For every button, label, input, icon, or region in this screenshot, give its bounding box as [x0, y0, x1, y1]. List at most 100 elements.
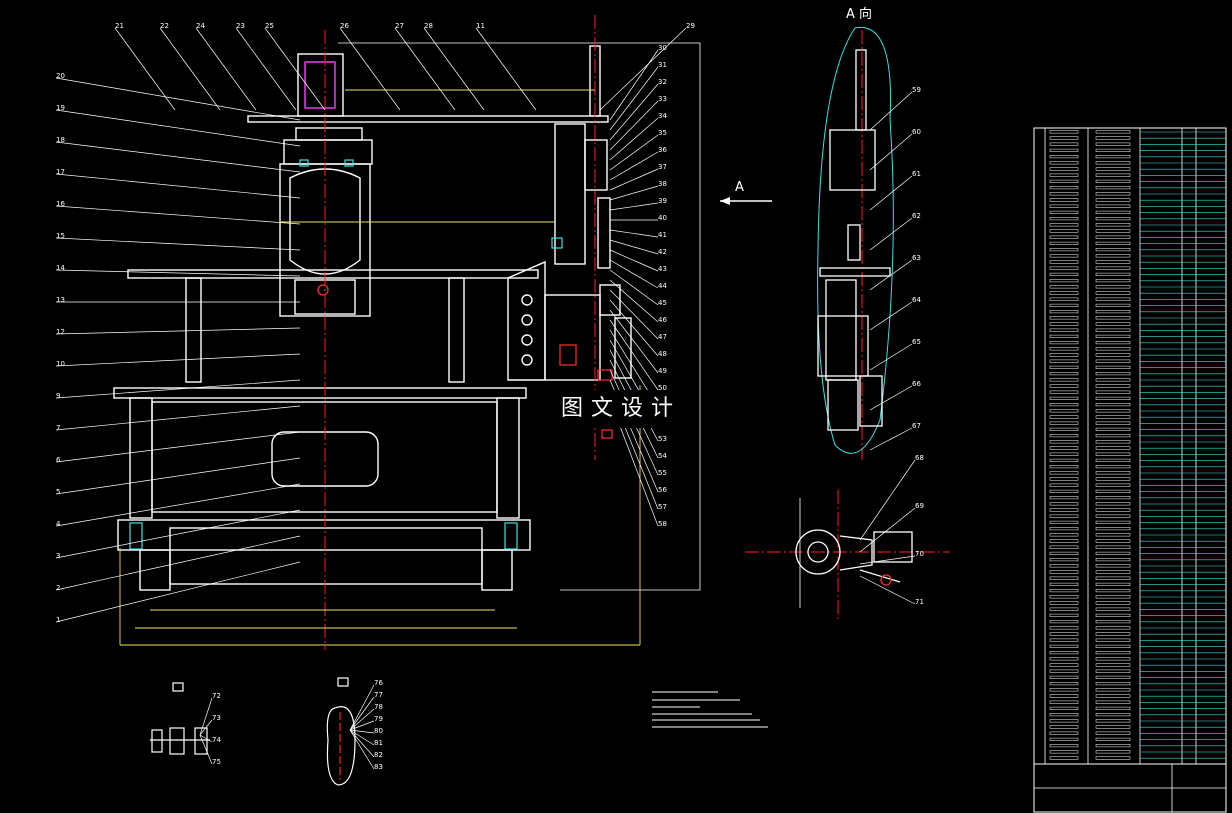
table-cell-text — [1049, 204, 1079, 208]
table-cell-text — [1095, 303, 1131, 307]
table-cell-text — [1095, 452, 1131, 456]
leader-line — [859, 575, 916, 605]
leader-line — [609, 319, 659, 391]
leader-label-small1: 74 — [212, 736, 221, 744]
table-cell-text — [1049, 613, 1079, 617]
leader-line — [339, 27, 401, 111]
table-cell-text — [1095, 514, 1131, 518]
table-cell-text — [1095, 235, 1131, 239]
table-cell-text — [1049, 279, 1079, 283]
leader-line — [55, 561, 301, 623]
table-cell-text — [1049, 365, 1079, 369]
leader-line — [869, 343, 913, 371]
table-cell-text — [1049, 570, 1079, 574]
leader-line — [55, 141, 301, 173]
leader-line — [55, 483, 301, 527]
leader-label-right: 56 — [658, 486, 667, 494]
table-cell-text — [1095, 316, 1131, 320]
leader-label-left: 16 — [56, 200, 65, 208]
table-cell-text — [1095, 229, 1131, 233]
table-cell-text — [1049, 372, 1079, 376]
leader-label-a-view: 59 — [912, 86, 921, 94]
leader-line — [423, 27, 485, 111]
leader-label-right: 58 — [658, 520, 667, 528]
leader-line — [869, 217, 913, 251]
leader-line — [609, 151, 659, 181]
table-cell-text — [1095, 403, 1131, 407]
leader-label-right: 32 — [658, 78, 667, 86]
table-cell-text — [1095, 217, 1131, 221]
table-cell-text — [1049, 403, 1079, 407]
table-cell-text — [1049, 384, 1079, 388]
table-cell-text — [1095, 465, 1131, 469]
table-cell-text — [1049, 334, 1079, 338]
leader-label-top: 22 — [160, 22, 169, 30]
table-cell-text — [1095, 520, 1131, 524]
table-cell-text — [1049, 533, 1079, 537]
leader-label-detail: 69 — [915, 502, 924, 510]
table-cell-text — [1049, 508, 1079, 512]
table-cell-text — [1095, 155, 1131, 159]
table-cell-text — [1049, 663, 1079, 667]
table-cell-text — [1049, 446, 1079, 450]
table-cell-text — [1049, 179, 1079, 183]
table-cell-text — [1095, 204, 1131, 208]
table-cell-text — [1049, 310, 1079, 314]
leader-line — [609, 229, 659, 238]
table-cell-text — [1049, 694, 1079, 698]
leader-label-top: 29 — [686, 22, 695, 30]
table-cell-text — [1095, 502, 1131, 506]
color-details — [129, 159, 613, 550]
small-part-view-2 — [326, 677, 356, 786]
table-cell-text — [1095, 471, 1131, 475]
table-cell-text — [1049, 378, 1079, 382]
leader-label-left: 4 — [56, 520, 61, 528]
leader-label-top: 27 — [395, 22, 404, 30]
leader-label-left: 9 — [56, 392, 60, 400]
leader-label-detail: 70 — [915, 550, 924, 558]
table-cell-text — [1095, 173, 1131, 177]
table-cell-text — [1095, 489, 1131, 493]
leader-label-top: 28 — [424, 22, 433, 30]
table-cell-text — [1049, 465, 1079, 469]
table-cell-text — [1095, 210, 1131, 214]
table-cell-text — [1095, 241, 1131, 245]
table-cell-text — [1049, 626, 1079, 630]
leader-line — [55, 379, 301, 399]
leader-line — [55, 77, 301, 121]
table-cell-text — [1049, 632, 1079, 636]
leader-line — [199, 734, 213, 765]
leader-line — [55, 173, 301, 199]
table-cell-text — [1049, 589, 1079, 593]
table-cell-text — [1049, 241, 1079, 245]
leader-label-a-view: 60 — [912, 128, 921, 136]
leader-label-left: 13 — [56, 296, 65, 304]
table-cell-text — [1049, 713, 1079, 717]
table-cell-text — [1049, 539, 1079, 543]
table-cell-text — [1049, 186, 1079, 190]
table-cell-text — [1049, 520, 1079, 524]
table-cell-text — [1049, 675, 1079, 679]
centerlines — [324, 15, 950, 650]
table-cell-text — [1049, 260, 1079, 264]
table-cell-text — [1095, 297, 1131, 301]
table-cell-text — [1095, 756, 1131, 760]
table-cell-text — [1049, 545, 1079, 549]
table-cell-text — [1095, 328, 1131, 332]
table-cell-text — [1049, 551, 1079, 555]
leader-label-right: 55 — [658, 469, 667, 477]
detail-view — [795, 498, 913, 608]
table-cell-text — [1049, 434, 1079, 438]
leader-label-top: 21 — [115, 22, 124, 30]
leader-label-a-view: 66 — [912, 380, 921, 388]
leader-label-a-view: 64 — [912, 296, 921, 304]
leader-label-left: 10 — [56, 360, 65, 368]
leader-line — [859, 507, 916, 553]
table-cell-text — [1095, 620, 1131, 624]
table-cell-text — [1095, 564, 1131, 568]
table-cell-text — [1049, 217, 1079, 221]
table-cell-text — [1095, 539, 1131, 543]
section-arrow: A — [720, 180, 772, 205]
table-cell-text — [1095, 651, 1131, 655]
leader-label-small2: 80 — [374, 727, 383, 735]
